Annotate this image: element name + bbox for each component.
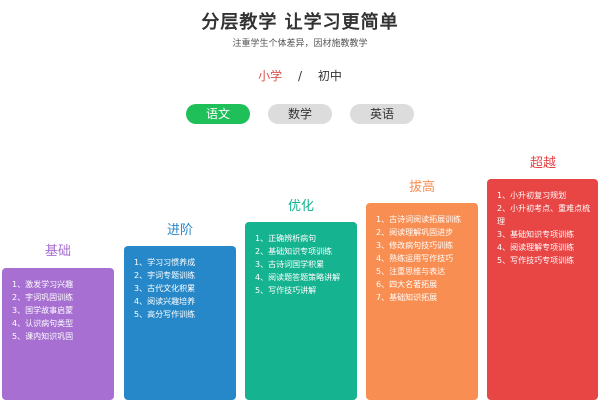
list-item: 2、阅读理解巩固进步 [376,228,454,237]
list-item: 1、学习习惯养成 [134,258,196,267]
list-item: 3、古诗词国学积累 [255,260,325,269]
list-item: 6、四大名著拓展 [376,280,438,289]
list-item: 4、认识病句类型 [12,319,74,328]
stage-label-elevate: 拔高 [408,180,435,195]
list-item: 5、高分写作训练 [134,310,196,319]
list-item: 1、激发学习兴趣 [12,280,74,289]
stage-label-surpass: 超越 [529,156,556,171]
stage-label-advance: 进阶 [166,223,193,238]
list-item: 3、古代文化积累 [134,284,196,293]
list-item: 3、基础知识专项训练 [497,230,575,239]
subject-tabs: 语文 数学 英语 [0,104,600,124]
list-item: 5、写作技巧专项训练 [497,256,575,265]
list-item: 1、古诗词阅读拓展训练 [376,215,462,224]
stage-card-optimize: 1、正确辨析病句 2、基础知识专项训练 3、古诗词国学积累 4、阅读题答题策略讲… [245,222,357,400]
stage-card-surpass: 1、小升初复习规划 2、小升初考点、重难点梳理 3、基础知识专项训练 4、阅读理… [487,179,598,400]
list-item: 3、国学故事启蒙 [12,306,74,315]
page-subtitle: 注重学生个体差异，因材施教教学 [232,39,368,49]
page-title: 分层教学 让学习更简单 [201,12,399,33]
stage-label-optimize: 优化 [287,199,314,214]
tab-chinese[interactable]: 语文 [186,104,250,124]
list-item: 2、基础知识专项训练 [255,247,333,256]
tab-english[interactable]: 英语 [350,104,414,124]
stage-card-elevate: 1、古诗词阅读拓展训练 2、阅读理解巩固进步 3、修改病句技巧训练 4、熟练运用… [366,203,478,400]
list-item: 5、课内知识巩固 [12,332,74,341]
list-item: 2、小升初考点、重难点梳理 [497,204,591,226]
stage-label-basic: 基础 [44,244,71,259]
list-item: 3、修改病句技巧训练 [376,241,454,250]
list-item: 2、字词专题训练 [134,271,196,280]
list-item: 1、正确辨析病句 [255,234,317,243]
list-item: 4、熟练运用写作技巧 [376,254,454,263]
stage-card-advance: 1、学习习惯养成 2、字词专题训练 3、古代文化积累 4、阅读兴趣培养 5、高分… [124,246,236,400]
list-item: 1、小升初复习规划 [497,191,567,200]
list-item: 7、基础知识拓展 [376,293,438,302]
level-junior-link[interactable]: 初中 [317,69,342,83]
level-primary-link[interactable]: 小学 [258,69,283,83]
stage-card-basic: 1、激发学习兴趣 2、字词巩固训练 3、国学故事启蒙 4、认识病句类型 5、课内… [2,268,114,400]
list-item: 4、阅读理解专项训练 [497,243,575,252]
list-item: 5、写作技巧讲解 [255,286,317,295]
list-item: 4、阅读兴趣培养 [134,297,196,306]
level-switch: 小学 / 初中 [0,67,600,84]
tab-math[interactable]: 数学 [268,104,332,124]
list-item: 2、字词巩固训练 [12,293,74,302]
list-item: 4、阅读题答题策略讲解 [255,273,341,282]
level-separator: / [297,69,303,83]
list-item: 5、注重思维与表达 [376,267,446,276]
